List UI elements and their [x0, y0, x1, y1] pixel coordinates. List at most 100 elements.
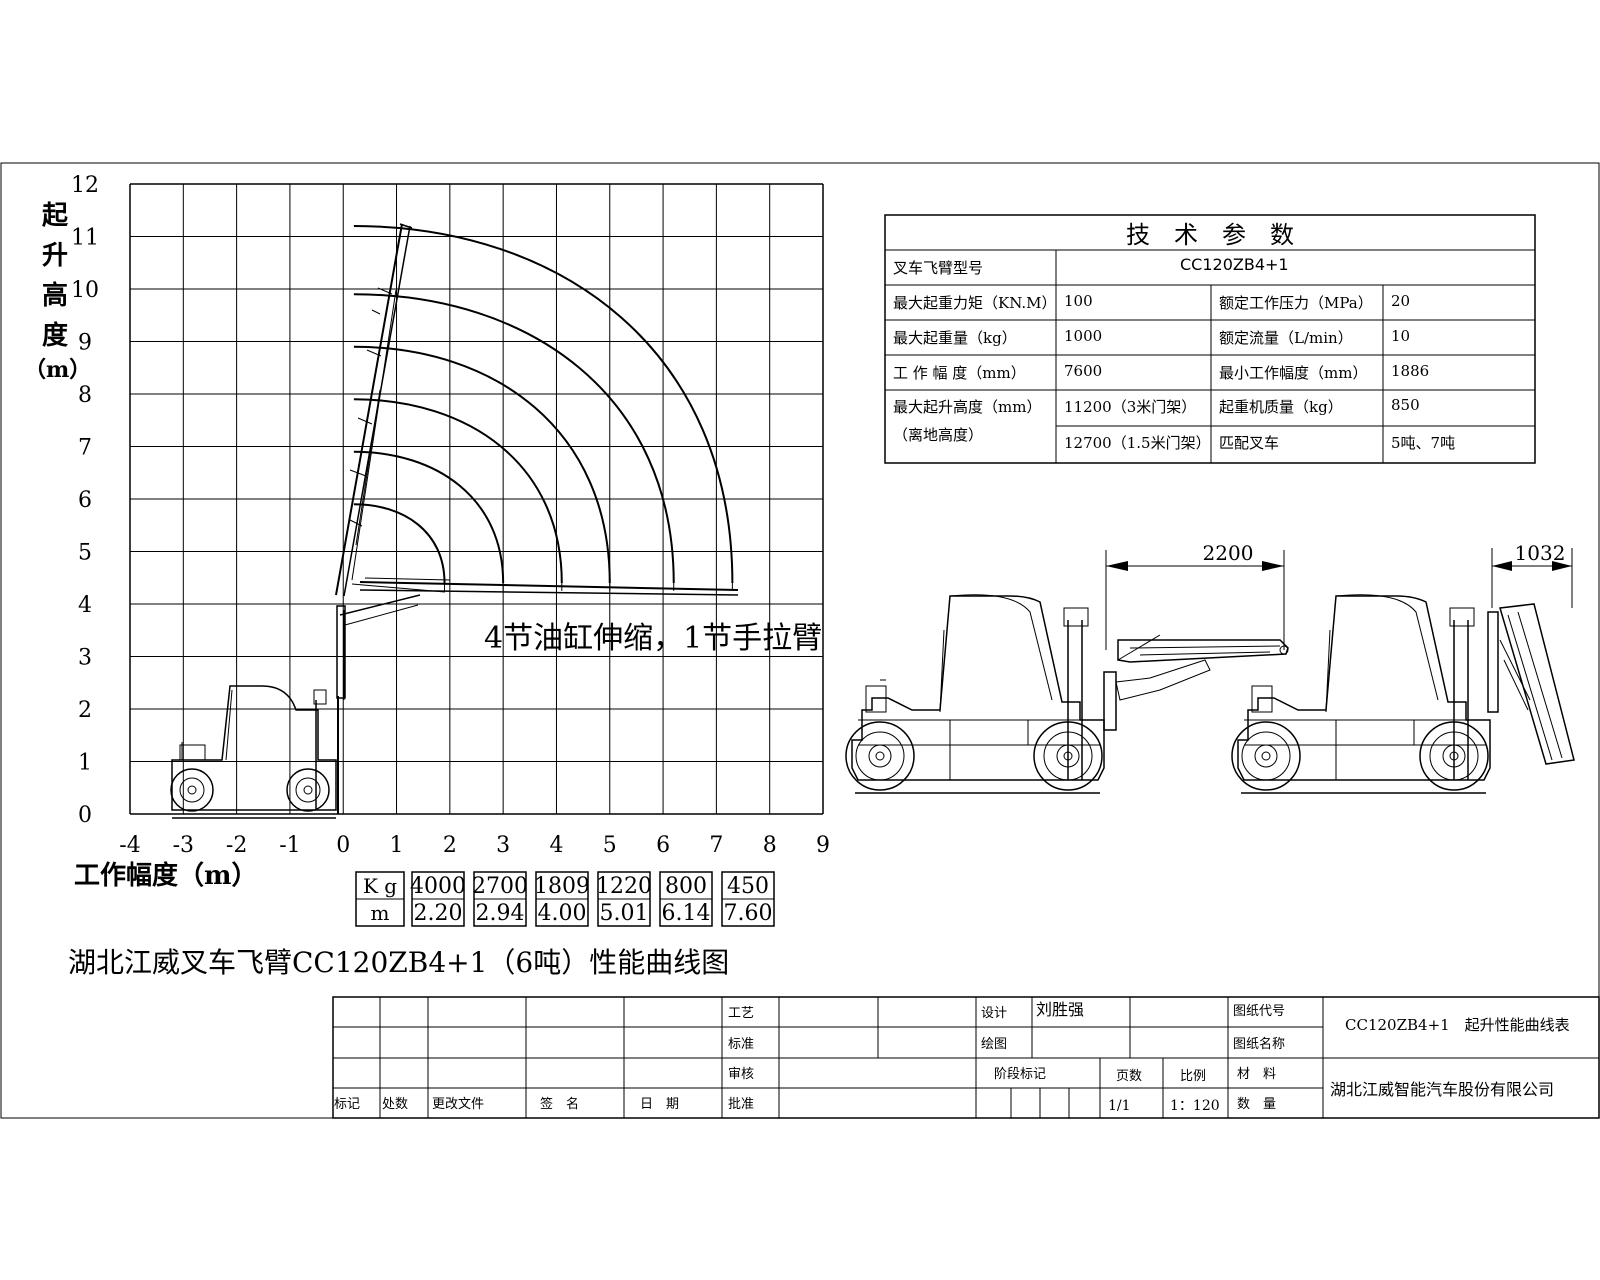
- envelope-curves: [353, 225, 734, 584]
- envelope-curve: [353, 293, 675, 584]
- x-tick-label: 4: [549, 833, 563, 858]
- tb-pages-value: 1/1: [1108, 1098, 1131, 1114]
- row2-value2: 10: [1391, 327, 1410, 345]
- x-tick-label: 8: [763, 833, 777, 858]
- load-table-kg-value: 800: [665, 874, 707, 899]
- envelope-curve: [353, 225, 734, 584]
- load-table-m-header: m: [371, 901, 390, 925]
- tb-scale: 比例: [1180, 1069, 1206, 1084]
- dimension-2200-label: 2200: [1203, 541, 1254, 565]
- row3-value2: 1886: [1391, 362, 1429, 380]
- row1-label1: 最大起重力矩（KN.M）: [893, 294, 1057, 312]
- tb-approve: 批准: [728, 1097, 754, 1112]
- dimension-1032-label: 1032: [1515, 541, 1566, 565]
- tb-signature: 签 名: [540, 1096, 579, 1112]
- x-tick-label: 0: [336, 833, 350, 858]
- tb-quantity: 数 量: [1237, 1097, 1276, 1112]
- x-tick-label: -1: [279, 833, 300, 858]
- load-table-m-value: 6.14: [662, 901, 711, 926]
- dimension-1032: 1032: [1491, 541, 1573, 608]
- y-tick-label: 9: [78, 331, 92, 356]
- load-table-m-value: 2.94: [476, 901, 525, 926]
- tb-review: 审核: [728, 1067, 754, 1082]
- load-table-kg-value: 1220: [596, 874, 652, 899]
- load-table-m-value: 2.20: [414, 901, 463, 926]
- row1-label2: 额定工作压力（MPa）: [1219, 294, 1373, 312]
- dimension-2200: 2200: [1105, 541, 1285, 650]
- ylabel-char-3: 高: [42, 280, 68, 311]
- x-tick-label: 5: [603, 833, 617, 858]
- x-tick-label: 3: [496, 833, 510, 858]
- tb-mark: 标记: [334, 1097, 360, 1112]
- y-tick-label: 3: [78, 646, 92, 671]
- tb-drawing: 绘图: [981, 1037, 1007, 1052]
- mast-and-column: [336, 605, 346, 814]
- y-tick-label: 5: [78, 541, 92, 566]
- row2-value1: 1000: [1064, 327, 1102, 345]
- tb-company: 湖北江威智能汽车股份有限公司: [1330, 1080, 1554, 1099]
- y-tick-label: 2: [78, 698, 92, 723]
- x-tick-label: 6: [656, 833, 670, 858]
- tb-drawing-code: 图纸代号: [1233, 1004, 1285, 1019]
- ylabel-char-1: 起: [42, 201, 69, 231]
- load-table-m-value: 5.01: [600, 901, 649, 926]
- boom-raised: [335, 223, 413, 597]
- row3-label2: 最小工作幅度（mm）: [1219, 364, 1367, 382]
- tb-scale-value: 1：120: [1170, 1098, 1220, 1114]
- match-value: 5吨、7吨: [1391, 434, 1455, 452]
- load-table-kg-value: 2700: [472, 874, 528, 899]
- row3-value1: 7600: [1064, 362, 1102, 380]
- load-table-kg-value: 1809: [534, 874, 590, 899]
- envelope-curve: [353, 345, 611, 584]
- tb-stage-mark: 阶段标记: [994, 1067, 1046, 1082]
- tb-standard: 标准: [728, 1037, 754, 1052]
- y-tick-label: 7: [78, 436, 92, 461]
- tb-count: 处数: [382, 1097, 408, 1112]
- row2-label2: 额定流量（L/min）: [1219, 329, 1353, 347]
- y-tick-label: 12: [71, 173, 99, 198]
- row2-label1: 最大起重量（kg）: [893, 329, 1017, 347]
- ylabel-unit: （m）: [24, 357, 91, 383]
- forklift-side-view-folded: [1231, 594, 1575, 794]
- load-table-kg-value: 450: [727, 874, 769, 899]
- y-tick-label: 0: [78, 803, 92, 828]
- tb-drawing-name: 图纸名称: [1233, 1036, 1285, 1052]
- tb-change-doc: 更改文件: [432, 1097, 484, 1112]
- x-tick-label: 9: [816, 833, 830, 858]
- tb-designer: 刘胜强: [1036, 1000, 1084, 1019]
- tb-process: 工艺: [728, 1006, 754, 1021]
- y-tick-label: 11: [71, 226, 99, 251]
- xlabel: 工作幅度（m）: [74, 860, 258, 891]
- ylabel-char-2: 升: [42, 241, 68, 271]
- tb-pages: 页数: [1116, 1069, 1142, 1084]
- x-tick-label: -3: [173, 833, 194, 858]
- load-table-m-value: 4.00: [538, 901, 587, 926]
- x-tick-label: 1: [390, 833, 404, 858]
- model-label: 叉车飞臂型号: [893, 259, 983, 277]
- load-table-kg-header: K g: [363, 874, 397, 898]
- envelope-curve: [353, 503, 446, 584]
- forklift-small: [170, 685, 337, 819]
- load-table-kg-value: 4000: [410, 874, 466, 899]
- tb-date: 日 期: [640, 1097, 679, 1112]
- ylabel-char-4: 度: [42, 320, 68, 351]
- row1-value1: 100: [1064, 292, 1093, 310]
- tb-material: 材 料: [1237, 1067, 1276, 1082]
- y-tick-label: 8: [78, 383, 92, 408]
- envelope-curve: [353, 398, 563, 584]
- x-tick-label: -4: [119, 833, 140, 858]
- boom-horizontal: [339, 577, 739, 626]
- y-tick-label: 10: [71, 278, 99, 303]
- title-block: 工艺 标准 审核 批准 标记 处数 更改文件 签 名 日 期 设计 刘胜强 绘图…: [332, 996, 1600, 1119]
- height-value-1: 11200（3米门架）: [1064, 398, 1196, 416]
- weight-value: 850: [1391, 396, 1420, 414]
- x-tick-label: -2: [226, 833, 247, 858]
- row1-value2: 20: [1391, 292, 1410, 310]
- row3-label1: 工 作 幅 度（mm）: [893, 364, 1026, 382]
- height-value-2: 12700（1.5米门架）: [1064, 434, 1211, 452]
- height-label-2: （离地高度）: [893, 426, 983, 444]
